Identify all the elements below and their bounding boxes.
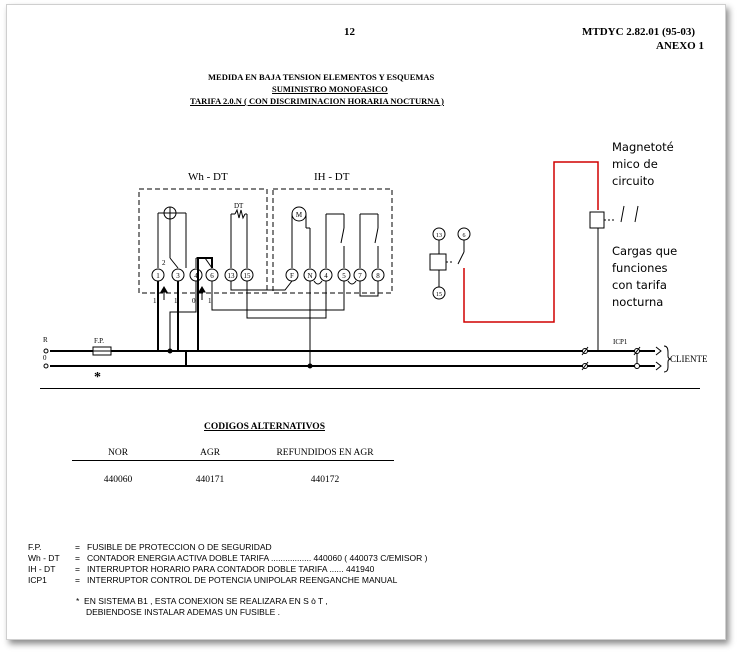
codes-value-row: 440060 440171 440172 (72, 461, 394, 487)
line-R-label: R (43, 336, 48, 344)
relay-terminal-15: 15 (436, 292, 442, 298)
relay-terminal-6: 6 (463, 233, 466, 239)
note-line-1: * EN SISTEMA B1 , ESTA CONEXION SE REALI… (76, 596, 328, 606)
codes-table: NOR AGR REFUNDIDOS EN AGR 440060 440171 … (72, 446, 394, 486)
legend-item: IH - DT=INTERRUPTOR HORARIO PARA CONTADO… (28, 564, 375, 574)
red-wire (463, 161, 599, 323)
ih-terminal-5: 5 (342, 272, 346, 280)
line-0-label: 0 (43, 354, 47, 362)
codes-header-nor: NOR (72, 446, 164, 461)
motor-label: M (296, 211, 303, 219)
codes-header-refundidos: REFUNDIDOS EN AGR (256, 446, 394, 461)
codes-value-agr: 440171 (195, 475, 225, 485)
annotation-magnetotermico: Magnetoté mico de circuito (612, 140, 674, 188)
title-line-1: MEDIDA EN BAJA TENSION ELEMENTOS Y ESQUE… (208, 72, 435, 82)
codes-value-nor: 440060 (103, 475, 133, 485)
annotation-cargas-nocturna: Cargas que funciones con tarifa nocturna (612, 244, 678, 309)
ih-terminal-8: 8 (376, 272, 380, 280)
arrow-label-3: 0 (192, 297, 196, 305)
magnetothermic-coil-icon (589, 211, 605, 229)
codes-header-agr: AGR (164, 446, 256, 461)
wh-terminal-4: 4 (194, 272, 198, 280)
codes-title: CODIGOS ALTERNATIVOS (204, 422, 325, 432)
wh-terminal-15: 15 (244, 272, 252, 280)
title-line-3: TARIFA 2.0.N ( CON DISCRIMINACION HORARI… (190, 96, 444, 106)
wh-terminal-3: 3 (176, 272, 180, 280)
arrow-label-4: 1 (208, 297, 212, 305)
ih-dt-box (272, 188, 393, 294)
legend-item: ICP1=INTERRUPTOR CONTROL DE POTENCIA UNI… (28, 575, 398, 585)
arrow-label-2: 1 (174, 297, 178, 305)
document-page (6, 4, 726, 640)
asterisk-mark: * (94, 370, 101, 385)
wh-dt-label: Wh - DT (188, 171, 228, 183)
icp-label: ICP1 (613, 338, 628, 346)
contactor-coil-icon (429, 253, 447, 271)
dt-label: DT (234, 202, 244, 210)
lead-2-label: 2 (162, 259, 166, 267)
title-line-2: SUMINISTRO MONOFASICO (272, 84, 388, 94)
wh-terminal-6: 6 (210, 272, 214, 280)
wh-terminal-13: 13 (228, 272, 236, 280)
relay-terminal-13: 13 (436, 233, 442, 239)
wh-terminal-1: 1 (156, 272, 160, 280)
legend-item: F.P.=FUSIBLE DE PROTECCION O DE SEGURIDA… (28, 542, 272, 552)
note-line-2: DEBIENDOSE INSTALAR ADEMAS UN FUSIBLE . (86, 607, 280, 617)
codes-header-row: NOR AGR REFUNDIDOS EN AGR (72, 446, 394, 461)
ih-terminal-N: N (307, 272, 312, 280)
fuse-label: F.P. (94, 337, 104, 345)
annex-label: ANEXO 1 (656, 40, 704, 52)
legend-item: Wh - DT=CONTADOR ENERGIA ACTIVA DOBLE TA… (28, 553, 428, 563)
arrow-label-1: 1 (153, 297, 157, 305)
codes-value-refundidos: 440172 (310, 475, 340, 485)
document-code: MTDYC 2.82.01 (95-03) (582, 26, 696, 38)
page-number: 12 (344, 26, 355, 38)
ih-terminal-F: F (290, 272, 294, 280)
section-divider (40, 388, 700, 389)
ih-terminal-7: 7 (358, 272, 362, 280)
ih-dt-label: IH - DT (314, 171, 350, 183)
ih-terminal-4: 4 (324, 272, 328, 280)
client-label: CLIENTE (670, 354, 708, 364)
wh-dt-box (138, 188, 268, 294)
